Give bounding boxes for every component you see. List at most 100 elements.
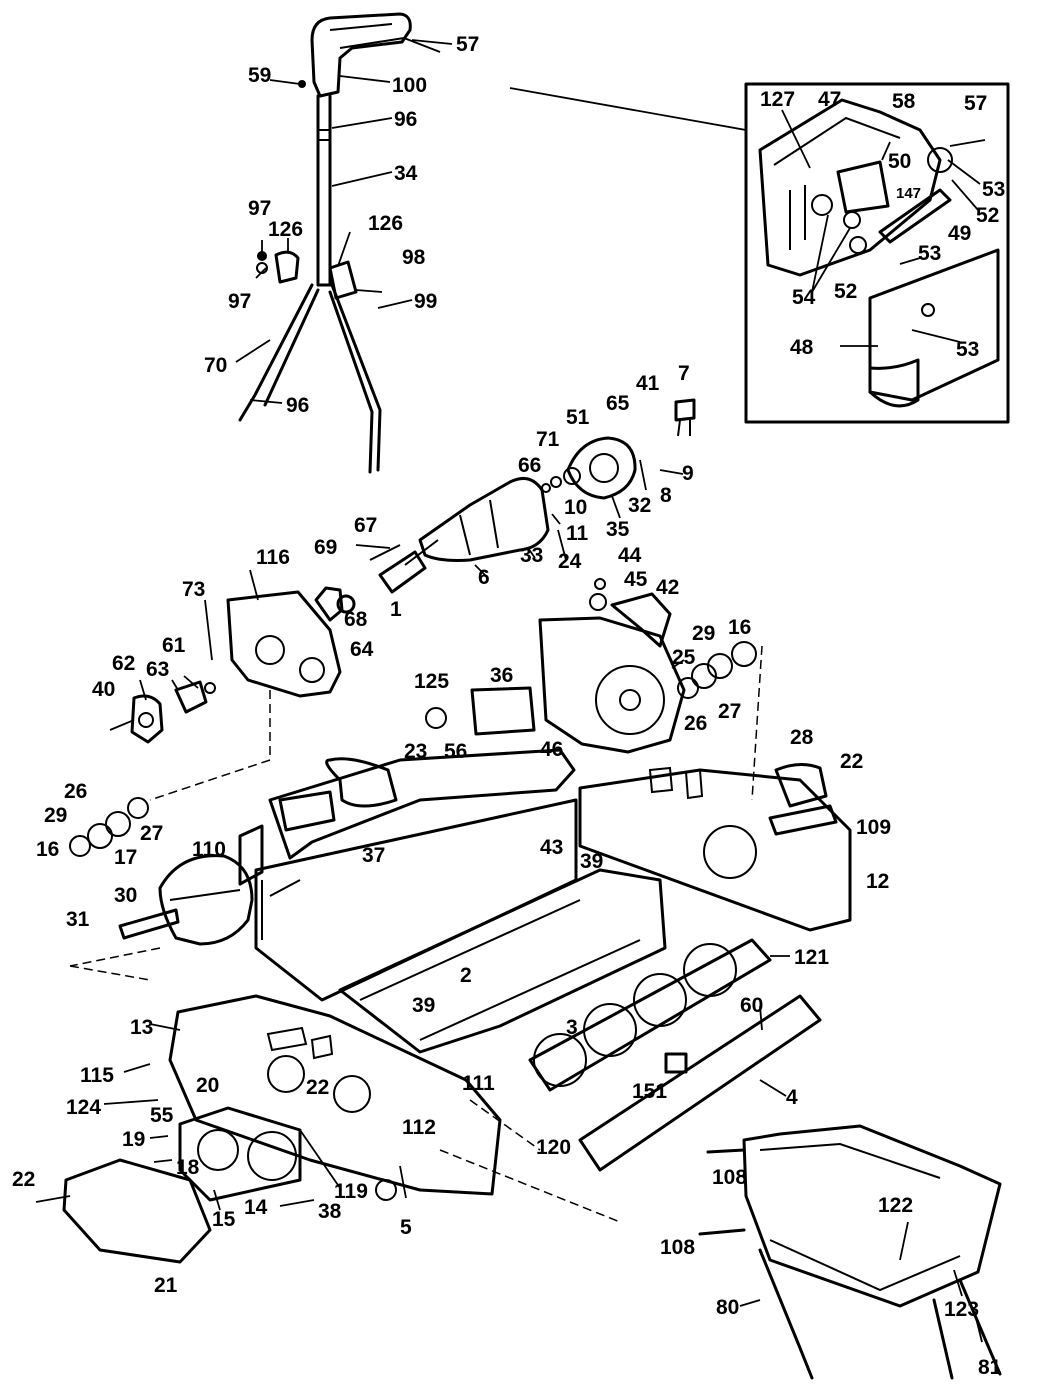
label-108: 108: [712, 1166, 747, 1189]
label-48: 48: [790, 336, 814, 359]
label-51: 51: [566, 406, 590, 429]
label-34: 34: [394, 162, 418, 185]
label-27: 27: [718, 700, 741, 723]
label-20: 20: [196, 1074, 219, 1097]
label-44: 44: [618, 544, 642, 567]
label-12: 12: [866, 870, 889, 893]
label-100: 100: [392, 74, 427, 97]
label-109: 109: [856, 816, 891, 839]
switch-housing-inset: [509, 82, 1010, 424]
label-73: 73: [182, 578, 205, 601]
label-58: 58: [892, 90, 916, 113]
label-11: 11: [566, 522, 589, 545]
label-63: 63: [146, 658, 169, 681]
label-151: 151: [632, 1080, 667, 1103]
label-41: 41: [636, 372, 660, 395]
label-37: 37: [362, 844, 385, 867]
grass-box: [698, 1124, 1002, 1380]
label-10: 10: [564, 496, 587, 519]
label-64: 64: [350, 638, 374, 661]
label-38: 38: [318, 1200, 342, 1223]
label-52: 52: [834, 280, 857, 303]
label-46: 46: [540, 738, 563, 761]
label-3: 3: [566, 1016, 578, 1039]
label-71: 71: [536, 428, 560, 451]
label-65: 65: [606, 392, 630, 415]
label-35: 35: [606, 518, 630, 541]
motor-group: [314, 398, 696, 622]
label-69: 69: [314, 536, 337, 559]
label-39: 39: [580, 850, 603, 873]
label-54: 54: [792, 286, 816, 309]
label-21: 21: [154, 1274, 178, 1297]
label-27: 27: [140, 822, 163, 845]
label-80: 80: [716, 1296, 739, 1319]
label-23: 23: [404, 740, 427, 763]
label-13: 13: [130, 1016, 153, 1039]
label-39: 39: [412, 994, 435, 1017]
label-108: 108: [660, 1236, 695, 1259]
label-22: 22: [306, 1076, 329, 1099]
label-81: 81: [978, 1356, 1002, 1379]
label-4: 4: [786, 1086, 798, 1109]
main-chassis: [69, 748, 852, 1002]
label-124: 124: [66, 1096, 101, 1119]
label-40: 40: [92, 678, 115, 701]
left-gear-housing: [109, 569, 342, 801]
label-50: 50: [888, 150, 911, 173]
label-14: 14: [244, 1196, 268, 1219]
label-29: 29: [44, 804, 67, 827]
label-53: 53: [982, 178, 1005, 201]
label-96: 96: [286, 394, 309, 417]
label-62: 62: [112, 652, 135, 675]
label-126: 126: [268, 218, 303, 241]
right-gear-housing: [425, 578, 763, 801]
label-17: 17: [114, 846, 137, 869]
label-47: 47: [818, 88, 841, 111]
label-119: 119: [334, 1180, 368, 1203]
reel-assembly: [338, 868, 822, 1172]
label-22: 22: [12, 1168, 35, 1191]
label-8: 8: [660, 484, 672, 507]
label-49: 49: [948, 222, 971, 245]
label-115: 115: [80, 1064, 114, 1087]
label-55: 55: [150, 1104, 174, 1127]
label-96: 96: [394, 108, 417, 131]
label-53: 53: [918, 242, 941, 265]
label-5: 5: [400, 1216, 412, 1239]
label-60: 60: [740, 994, 763, 1017]
label-22: 22: [840, 750, 863, 773]
label-42: 42: [656, 576, 679, 599]
label-68: 68: [344, 608, 368, 631]
label-98: 98: [402, 246, 426, 269]
label-26: 26: [684, 712, 707, 735]
label-67: 67: [354, 514, 377, 537]
label-1: 1: [390, 598, 402, 621]
label-97: 97: [248, 197, 271, 220]
label-123: 123: [944, 1298, 979, 1321]
label-53: 53: [956, 338, 979, 361]
label-6: 6: [478, 566, 490, 589]
label-147: 147: [896, 185, 921, 202]
label-57: 57: [456, 33, 479, 56]
label-2: 2: [460, 964, 472, 987]
label-19: 19: [122, 1128, 145, 1151]
label-116: 116: [256, 546, 290, 569]
label-57: 57: [964, 92, 987, 115]
label-56: 56: [444, 740, 467, 763]
label-31: 31: [66, 908, 90, 931]
label-97: 97: [228, 290, 251, 313]
label-111: 111: [462, 1072, 495, 1095]
part-labels: 57 59 100 96 34 97 126 126 98 97 99 70 9…: [12, 33, 1005, 1379]
label-16: 16: [728, 616, 751, 639]
left-side-plate: [35, 994, 621, 1264]
label-25: 25: [672, 646, 696, 669]
label-112: 112: [402, 1116, 436, 1139]
label-70: 70: [204, 354, 227, 377]
label-28: 28: [790, 726, 814, 749]
label-127: 127: [760, 88, 795, 111]
label-125: 125: [414, 670, 449, 693]
label-30: 30: [114, 884, 137, 907]
